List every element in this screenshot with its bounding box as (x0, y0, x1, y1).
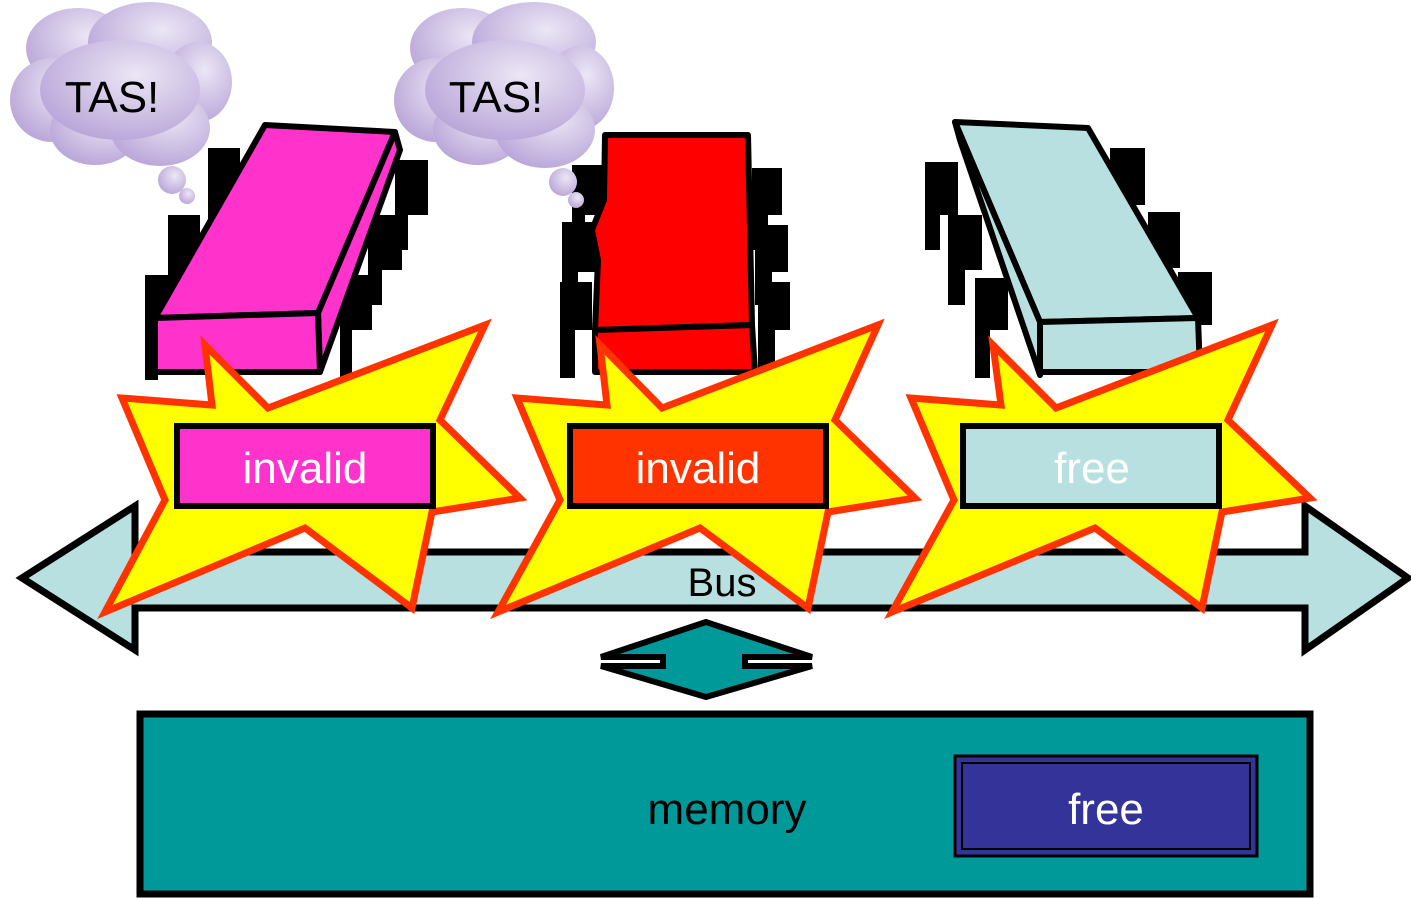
processor-2 (560, 132, 790, 378)
thought-cloud-2: TAS! (394, 2, 614, 208)
explosion-3: free (884, 318, 1318, 620)
cache-label: invalid (243, 444, 368, 493)
thought-cloud-1: TAS! (10, 2, 232, 204)
processor-1 (145, 122, 428, 380)
chip-front (152, 310, 323, 375)
explosion-1: invalid (97, 318, 528, 620)
thought-text: TAS! (65, 73, 160, 122)
cache-box (567, 423, 829, 509)
bus-memory-connector (600, 618, 813, 701)
bus: Bus (15, 499, 1411, 657)
thought-bubble (158, 166, 186, 194)
bus-label: Bus (688, 561, 757, 605)
explosion-2: invalid (490, 318, 923, 620)
cache-label: invalid (636, 444, 761, 493)
bus-arrow (15, 499, 1411, 657)
cache-box (960, 423, 1222, 509)
memory: memory free (136, 710, 1314, 898)
processor-3 (925, 119, 1212, 380)
cache-box (174, 423, 436, 509)
cache-label: free (1054, 444, 1130, 493)
thought-text: TAS! (449, 73, 544, 122)
chip-body (589, 132, 755, 333)
chip-pins (560, 165, 790, 378)
thought-bubble (179, 188, 195, 204)
cloud-shape (394, 2, 614, 168)
thought-bubble (568, 192, 584, 208)
thought-bubble (549, 168, 577, 196)
memory-value-label: free (1068, 785, 1144, 834)
memory-label: memory (648, 785, 807, 834)
memory-value-box (953, 754, 1259, 858)
cloud-shape (10, 2, 232, 166)
